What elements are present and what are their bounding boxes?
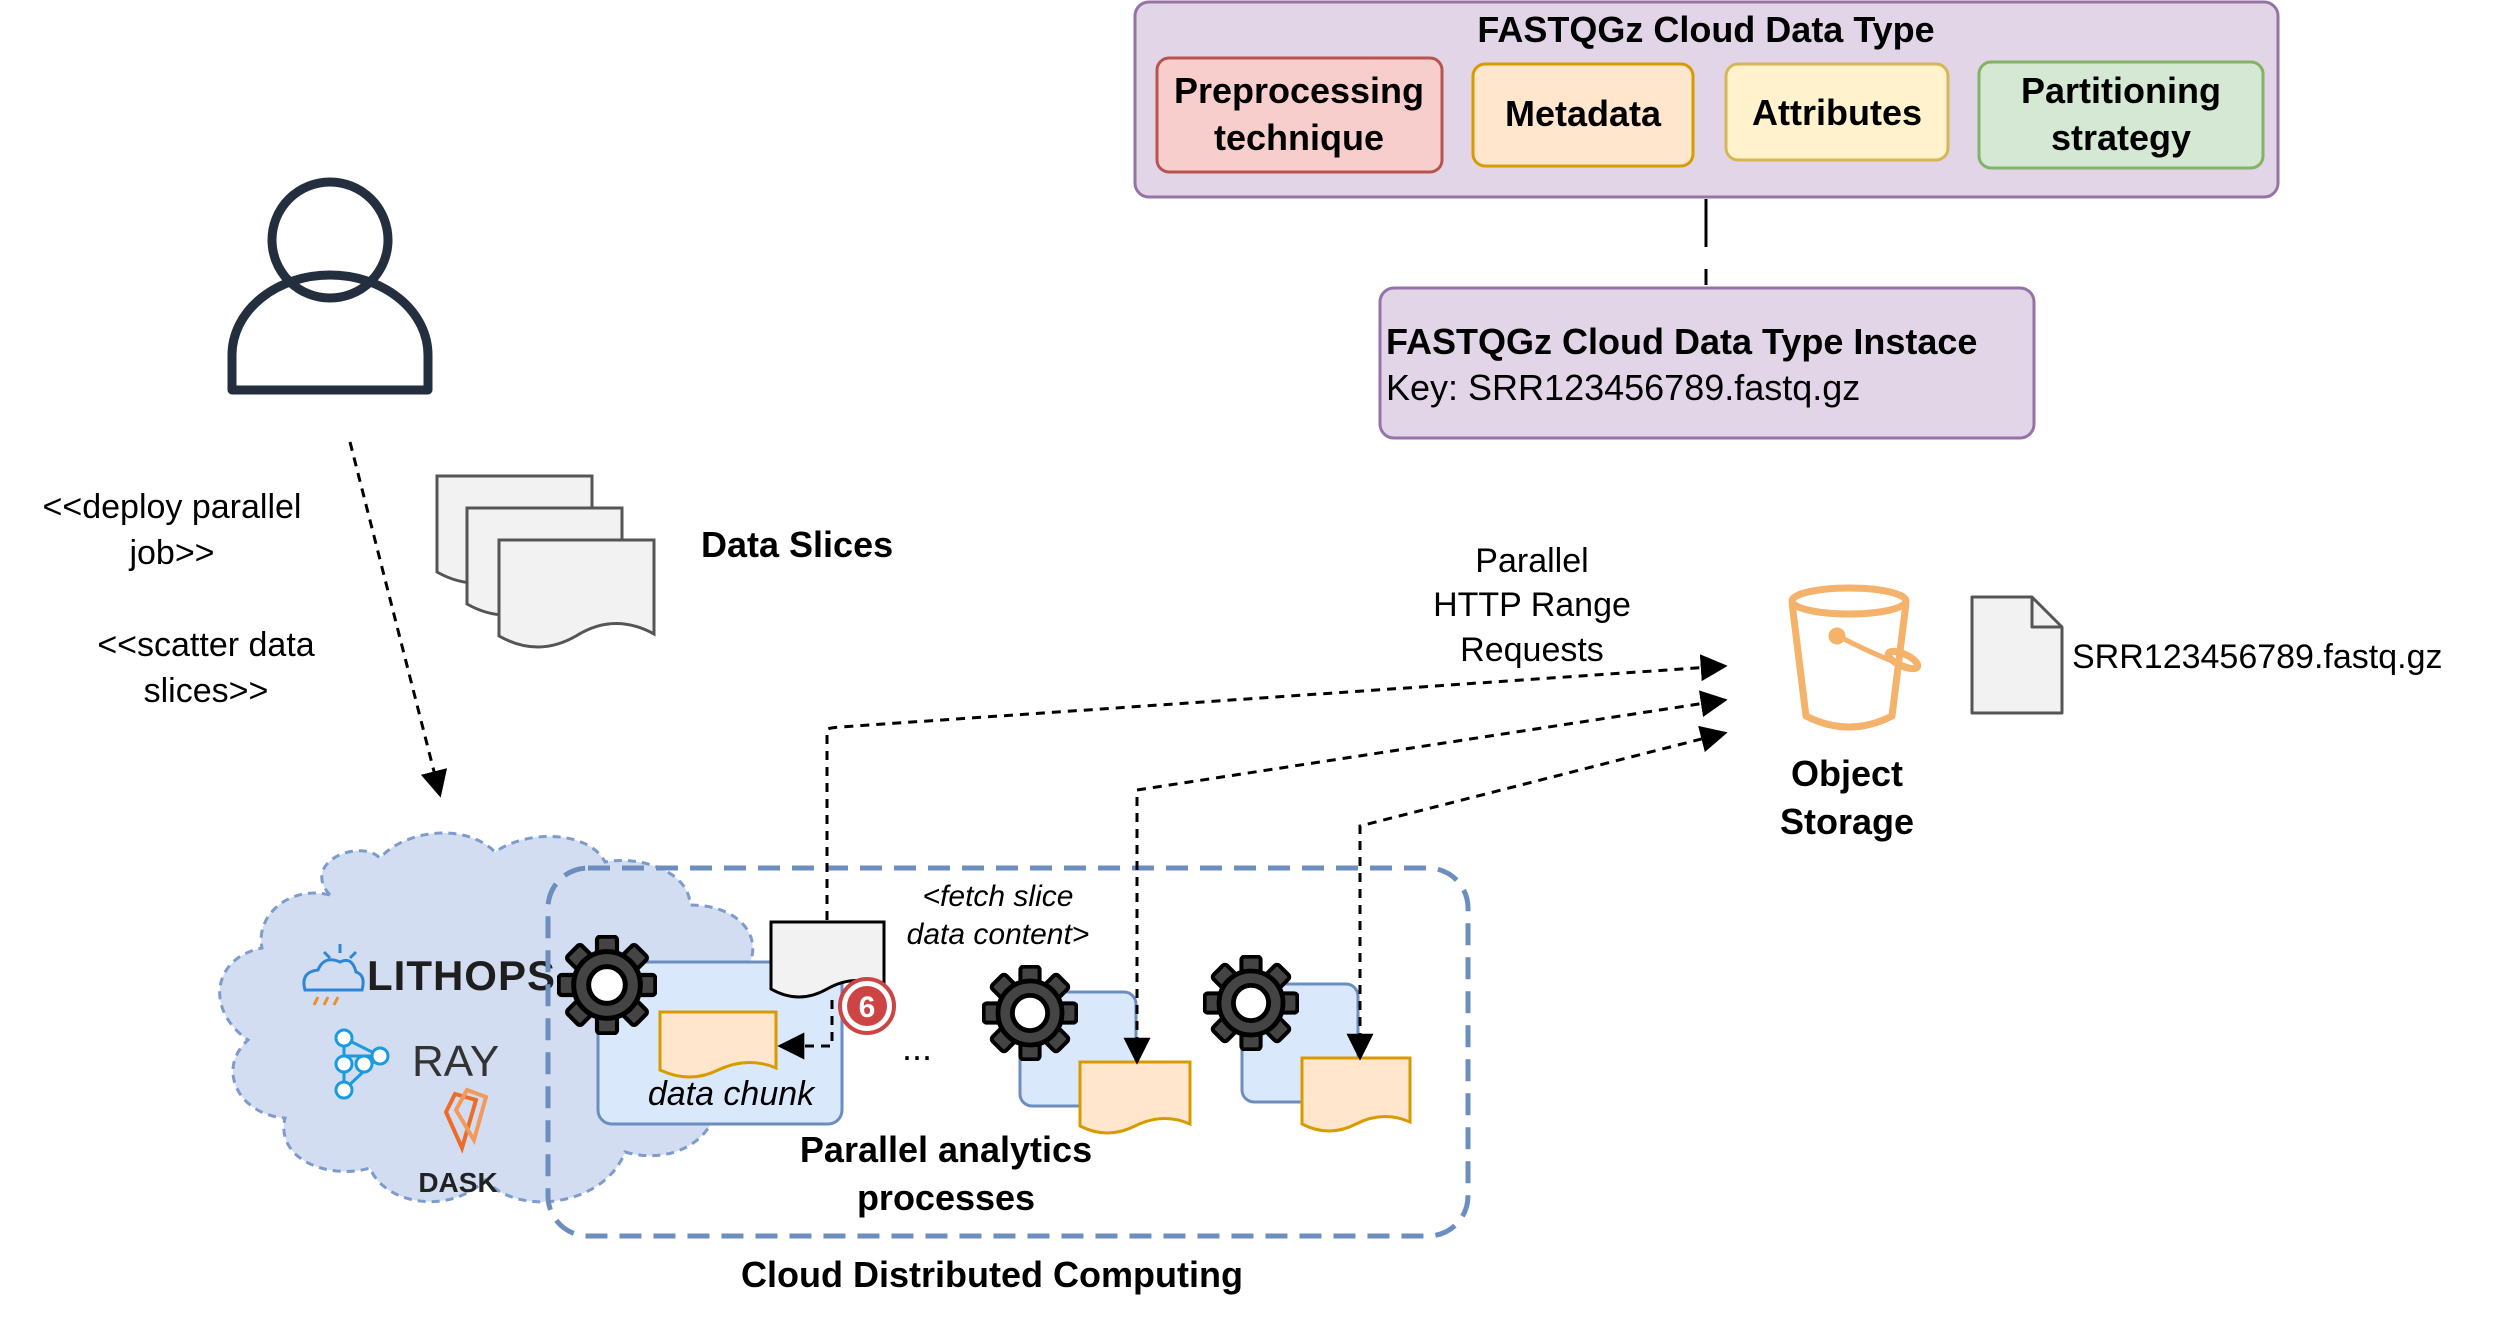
http-label-line3: Requests bbox=[1460, 631, 1604, 669]
ray-icon bbox=[334, 1028, 390, 1100]
component-attributes: Attributes bbox=[1724, 62, 1950, 162]
lithops-logo: LITHOPS bbox=[302, 944, 556, 1006]
cluster-label: Cloud Distributed Computing bbox=[741, 1254, 1243, 1295]
process-node-2 bbox=[984, 967, 1192, 1135]
data-chunk-icon bbox=[1300, 1056, 1412, 1133]
component-partitioning-line1: Partitioning bbox=[2021, 70, 2221, 111]
http-request-arrow-3 bbox=[1346, 725, 1728, 1061]
object-storage-label-line1: Object bbox=[1791, 753, 1903, 794]
component-metadata-label: Metadata bbox=[1505, 93, 1662, 134]
component-preprocessing-line1: Preprocessing bbox=[1174, 70, 1424, 111]
step-badge-number: 6 bbox=[859, 991, 876, 1024]
user-icon bbox=[227, 177, 433, 395]
http-request-arrow-2 bbox=[1123, 690, 1728, 1065]
analytics-label-line1: Parallel analytics bbox=[800, 1129, 1092, 1170]
analytics-label-line2: processes bbox=[857, 1177, 1035, 1218]
component-preprocessing-line2: technique bbox=[1214, 117, 1384, 158]
deploy-label-line1: <<deploy parallel bbox=[43, 488, 302, 526]
process-node-1: data chunk bbox=[559, 937, 844, 1126]
cluster-boundary bbox=[545, 865, 1471, 1239]
component-preprocessing: Preprocessing technique bbox=[1155, 56, 1444, 174]
http-request-arrow-1 bbox=[825, 654, 1728, 920]
http-label-line1: Parallel bbox=[1475, 542, 1588, 580]
ray-logo: RAY bbox=[334, 1028, 499, 1100]
data-type-box: FASTQGz Cloud Data Type Preprocessing te… bbox=[1133, 0, 2280, 199]
instance-key: Key: SRR123456789.fastq.gz bbox=[1386, 367, 1860, 408]
gear-icon bbox=[1205, 957, 1298, 1050]
ellipsis: ... bbox=[902, 1027, 932, 1068]
deploy-arrow bbox=[348, 441, 448, 798]
component-partitioning-line2: strategy bbox=[2051, 117, 2191, 158]
data-chunk-icon bbox=[658, 1010, 778, 1079]
ray-label: RAY bbox=[412, 1037, 499, 1086]
instance-title: FASTQGz Cloud Data Type Instace bbox=[1386, 321, 1977, 362]
file-label: SRR123456789.fastq.gz bbox=[2072, 638, 2442, 676]
component-metadata: Metadata bbox=[1471, 62, 1695, 168]
bucket-icon bbox=[1788, 584, 1922, 731]
data-type-title: FASTQGz Cloud Data Type bbox=[1477, 9, 1934, 50]
fetch-label-line2: data content> bbox=[907, 918, 1090, 951]
instance-box: FASTQGz Cloud Data Type Instace Key: SRR… bbox=[1378, 286, 2036, 440]
object-storage-label-line2: Storage bbox=[1780, 801, 1914, 842]
gear-icon bbox=[984, 967, 1077, 1060]
component-partitioning: Partitioning strategy bbox=[1977, 60, 2265, 170]
scatter-label-line2: slices>> bbox=[144, 672, 269, 710]
data-slices-label: Data Slices bbox=[701, 524, 893, 565]
file-icon bbox=[1970, 595, 2064, 715]
scatter-label-line1: <<scatter data bbox=[97, 626, 314, 664]
data-chunk-icon bbox=[1078, 1060, 1192, 1135]
step-badge: 6 bbox=[838, 977, 896, 1035]
dask-icon bbox=[443, 1087, 489, 1154]
fetch-label-line1: <fetch slice bbox=[923, 880, 1074, 913]
lithops-icon bbox=[302, 944, 365, 1006]
process-node-3 bbox=[1205, 957, 1412, 1133]
dask-logo: DASK bbox=[418, 1087, 498, 1198]
lithops-label: LITHOPS bbox=[367, 952, 556, 999]
component-attributes-label: Attributes bbox=[1752, 92, 1922, 133]
gear-icon bbox=[559, 937, 656, 1034]
dask-label: DASK bbox=[418, 1167, 497, 1198]
fetch-arrow bbox=[777, 1000, 834, 1060]
data-chunk-label: data chunk bbox=[648, 1075, 816, 1113]
http-label-line2: HTTP Range bbox=[1433, 586, 1631, 624]
deploy-label-line2: job>> bbox=[128, 534, 214, 572]
data-slices-icon bbox=[435, 474, 656, 649]
